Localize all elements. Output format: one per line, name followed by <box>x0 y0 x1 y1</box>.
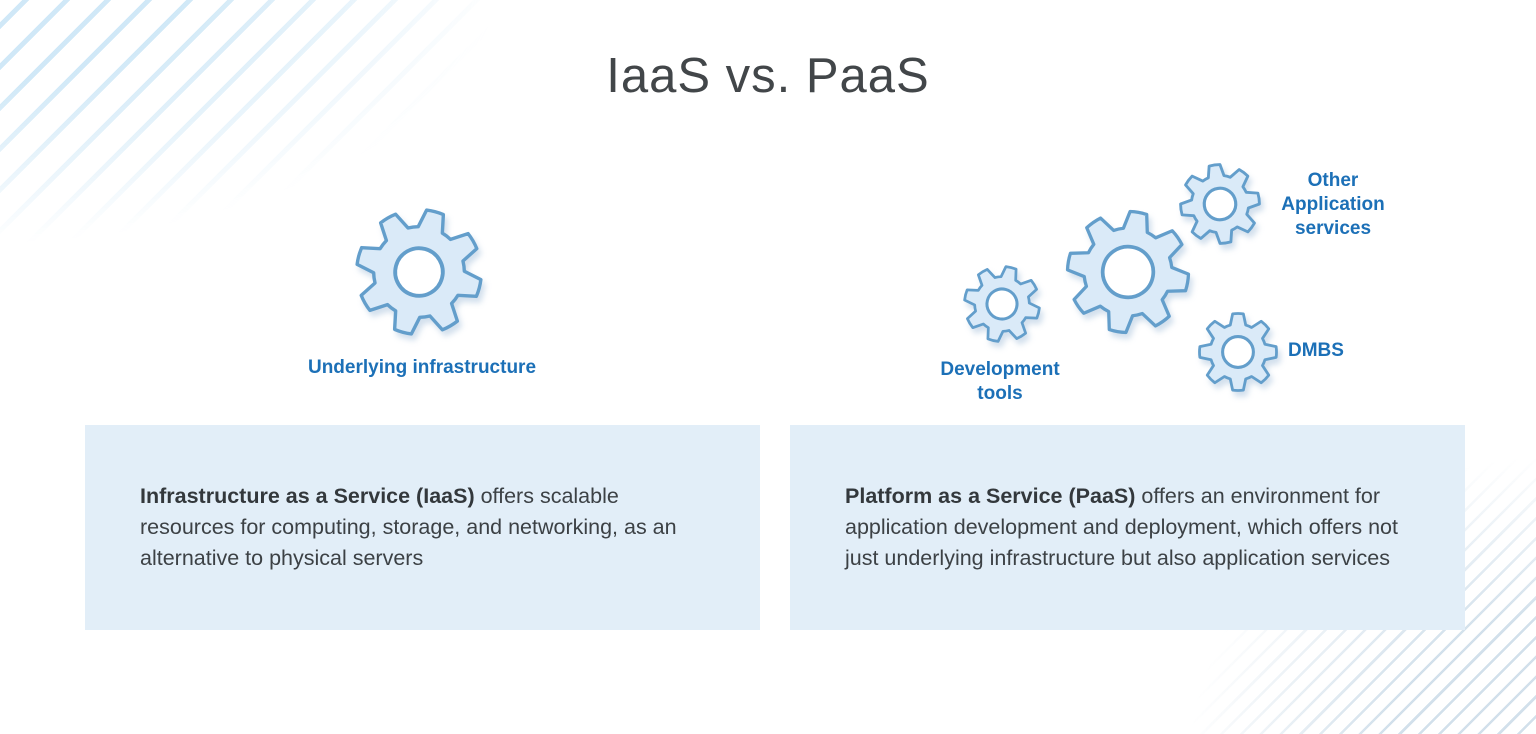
paas-term: Platform as a Service (PaaS) <box>845 484 1136 508</box>
iaas-gear-icon <box>351 204 487 340</box>
paas-card: Platform as a Service (PaaS) offers an e… <box>790 425 1465 630</box>
paas-other-services-gear-icon <box>1177 161 1263 247</box>
iaas-description: Infrastructure as a Service (IaaS) offer… <box>85 481 712 574</box>
paas-description-text: offers an environment for application de… <box>845 484 1398 570</box>
iaas-description-text: offers scalable resources for computing,… <box>140 484 677 570</box>
paas-development-tools-gear-icon <box>961 263 1043 345</box>
paas-description: Platform as a Service (PaaS) offers an e… <box>790 481 1417 574</box>
iaas-gear-label: Underlying infrastructure <box>307 357 537 378</box>
paas-main-gear-icon <box>1062 206 1194 338</box>
paas-development-tools-label: Development tools <box>940 359 1060 404</box>
paas-dmbs-label: DMBS <box>1288 340 1344 361</box>
iaas-term: Infrastructure as a Service (IaaS) <box>140 484 475 508</box>
iaas-card: Infrastructure as a Service (IaaS) offer… <box>85 425 760 630</box>
page-title: IaaS vs. PaaS <box>606 49 930 103</box>
decorative-stripes-top-left <box>0 0 610 300</box>
paas-dmbs-gear-icon <box>1196 310 1280 394</box>
paas-other-services-label: Other Application services <box>1281 170 1385 239</box>
